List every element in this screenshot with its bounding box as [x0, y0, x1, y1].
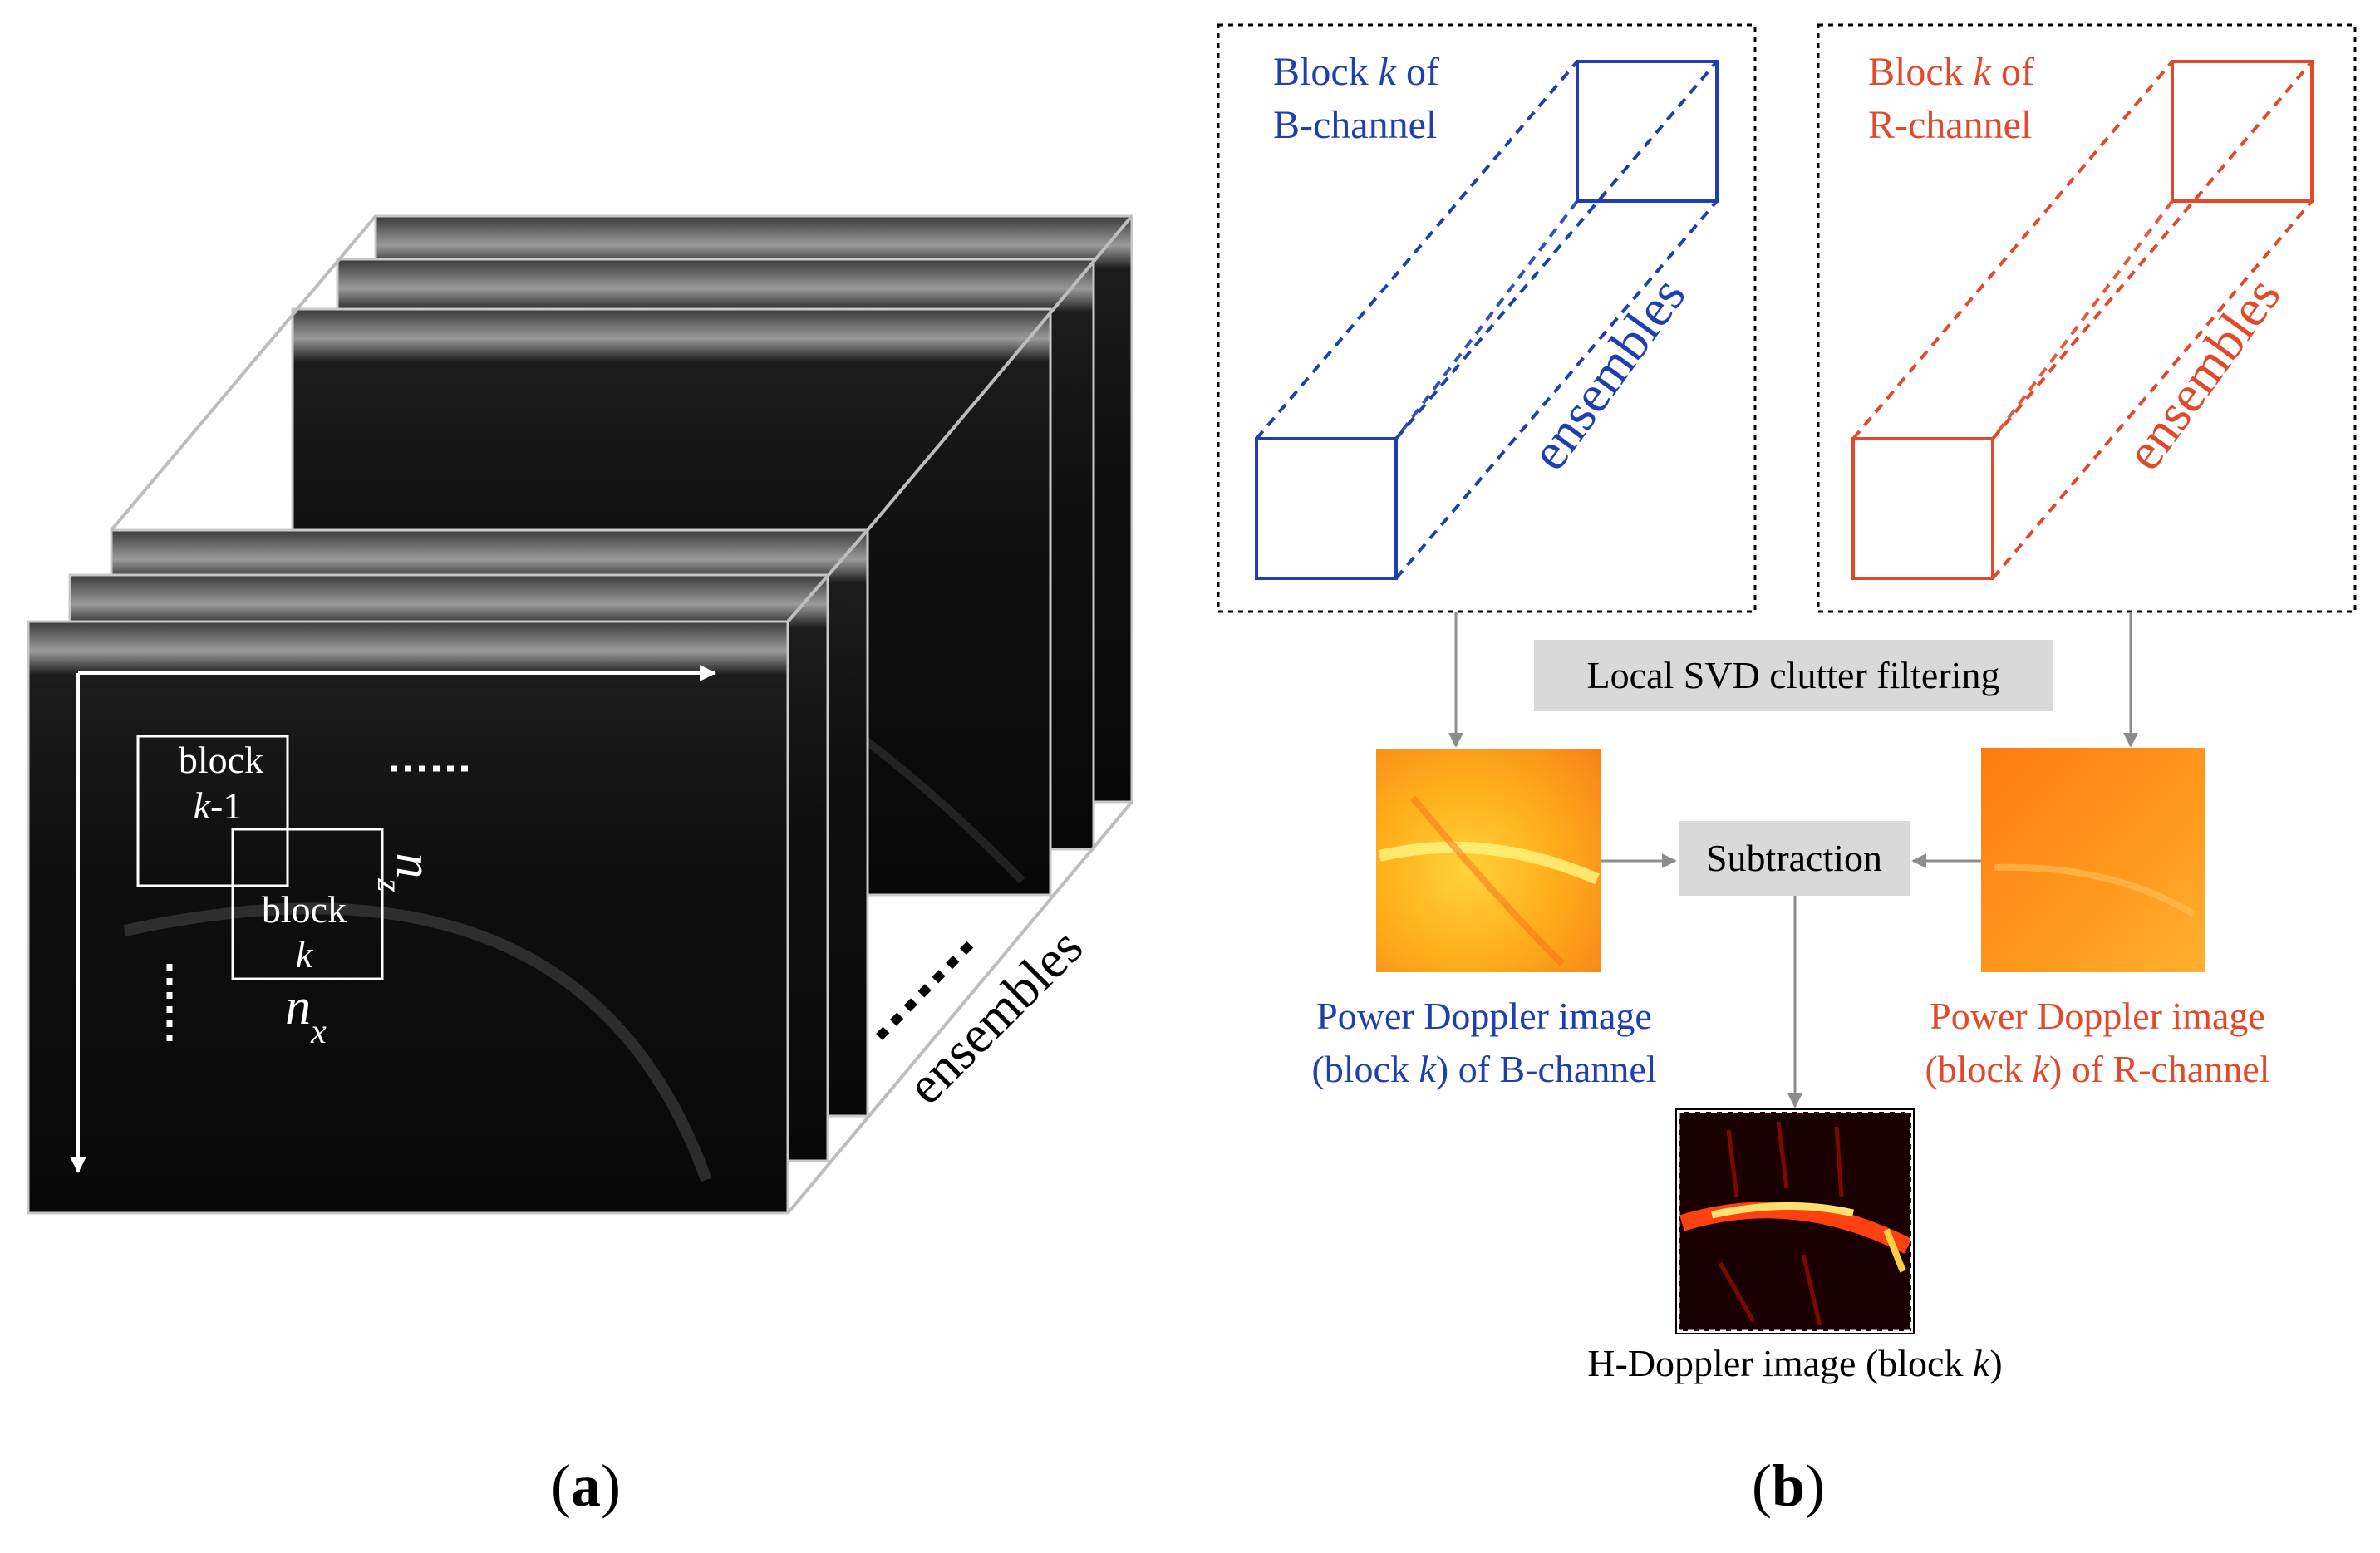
- r-block-title-line2: R-channel: [1868, 103, 2032, 147]
- ensembles-label-a: ensembles: [895, 917, 1094, 1115]
- frame-stack-front: [27, 528, 869, 1215]
- svd-label-box: [1534, 640, 2053, 711]
- nz-label: nz: [370, 853, 442, 892]
- block-k-minus-1-label-line2: k-1: [194, 784, 243, 827]
- r-pd-caption-line1: Power Doppler image: [1930, 995, 2265, 1037]
- b-power-doppler-image: [1376, 749, 1601, 972]
- subtraction-label: Subtraction: [1706, 837, 1882, 879]
- b-block-title-line1: Block k of: [1273, 50, 1439, 94]
- panel-b: Block k of B-channel ensembles Block k o…: [1217, 23, 2357, 1519]
- b-channel-cuboid: [1255, 60, 1719, 580]
- h-doppler-caption: H-Doppler image (block k): [1587, 1342, 2002, 1384]
- stack-perspective-lines: [110, 214, 1133, 1215]
- caption-a: (a): [551, 1452, 621, 1519]
- b-block-title-line2: B-channel: [1273, 103, 1437, 147]
- block-k-minus-1-box: [136, 735, 289, 887]
- block-k-minus-1-label-line1: block: [179, 739, 263, 781]
- block-k-label-line2: k: [296, 933, 314, 976]
- r-ensembles-label: ensembles: [2114, 267, 2292, 480]
- caption-b: (b): [1752, 1452, 1825, 1519]
- block-k-box: [231, 828, 384, 980]
- block-k-label-line1: block: [262, 888, 347, 931]
- b-pd-caption-line1: Power Doppler image: [1316, 995, 1652, 1037]
- svd-label: Local SVD clutter filtering: [1587, 654, 2000, 696]
- r-power-doppler-image: [1981, 748, 2205, 972]
- nx-label: nx: [285, 979, 327, 1051]
- h-doppler-image: [1675, 1108, 1915, 1334]
- b-ensembles-label: ensembles: [1519, 267, 1697, 480]
- r-channel-cuboid: [1851, 60, 2314, 580]
- r-block-title-line1: Block k of: [1868, 50, 2034, 94]
- ensemble-continuation-dots: [876, 941, 974, 1040]
- subtraction-box: [1679, 821, 1910, 896]
- b-pd-caption-line2: (block k) of B-channel: [1311, 1048, 1656, 1090]
- r-channel-box: [1817, 23, 2357, 613]
- panel-a: block k-1 block k nz nx ensembles (a): [27, 214, 1133, 1519]
- r-pd-caption-line2: (block k) of R-channel: [1925, 1048, 2269, 1090]
- b-channel-box: [1217, 23, 1757, 613]
